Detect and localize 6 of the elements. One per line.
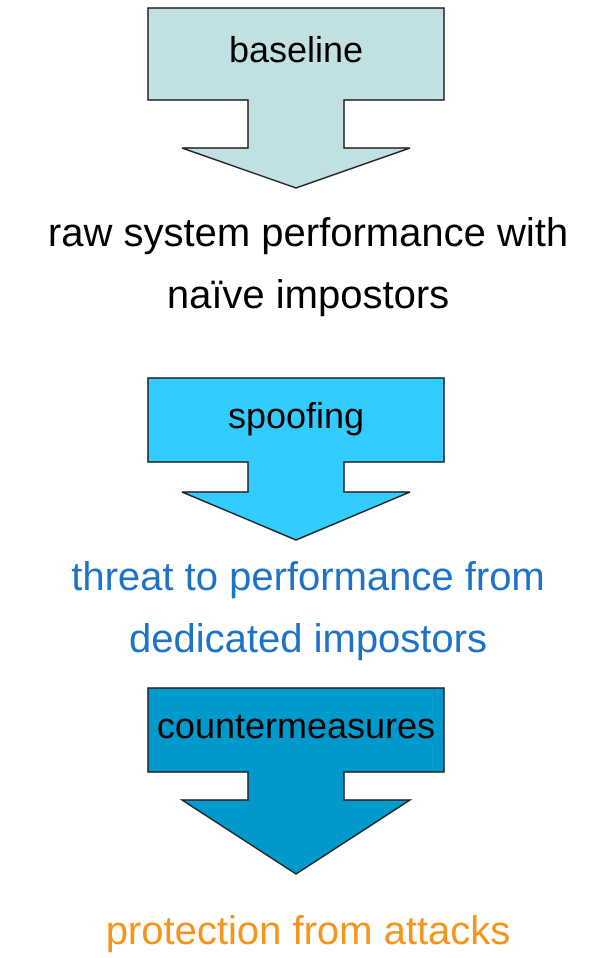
stage-title: spoofing: [226, 398, 366, 434]
outcome-text: raw system performance with naïve impostors: [46, 210, 570, 319]
outcome-text: protection from attacks: [104, 908, 512, 955]
stage-title: baseline: [228, 32, 364, 68]
stage-title: countermeasures: [156, 708, 436, 744]
outcome-text: threat to performance from dedicated impostors: [70, 554, 546, 663]
